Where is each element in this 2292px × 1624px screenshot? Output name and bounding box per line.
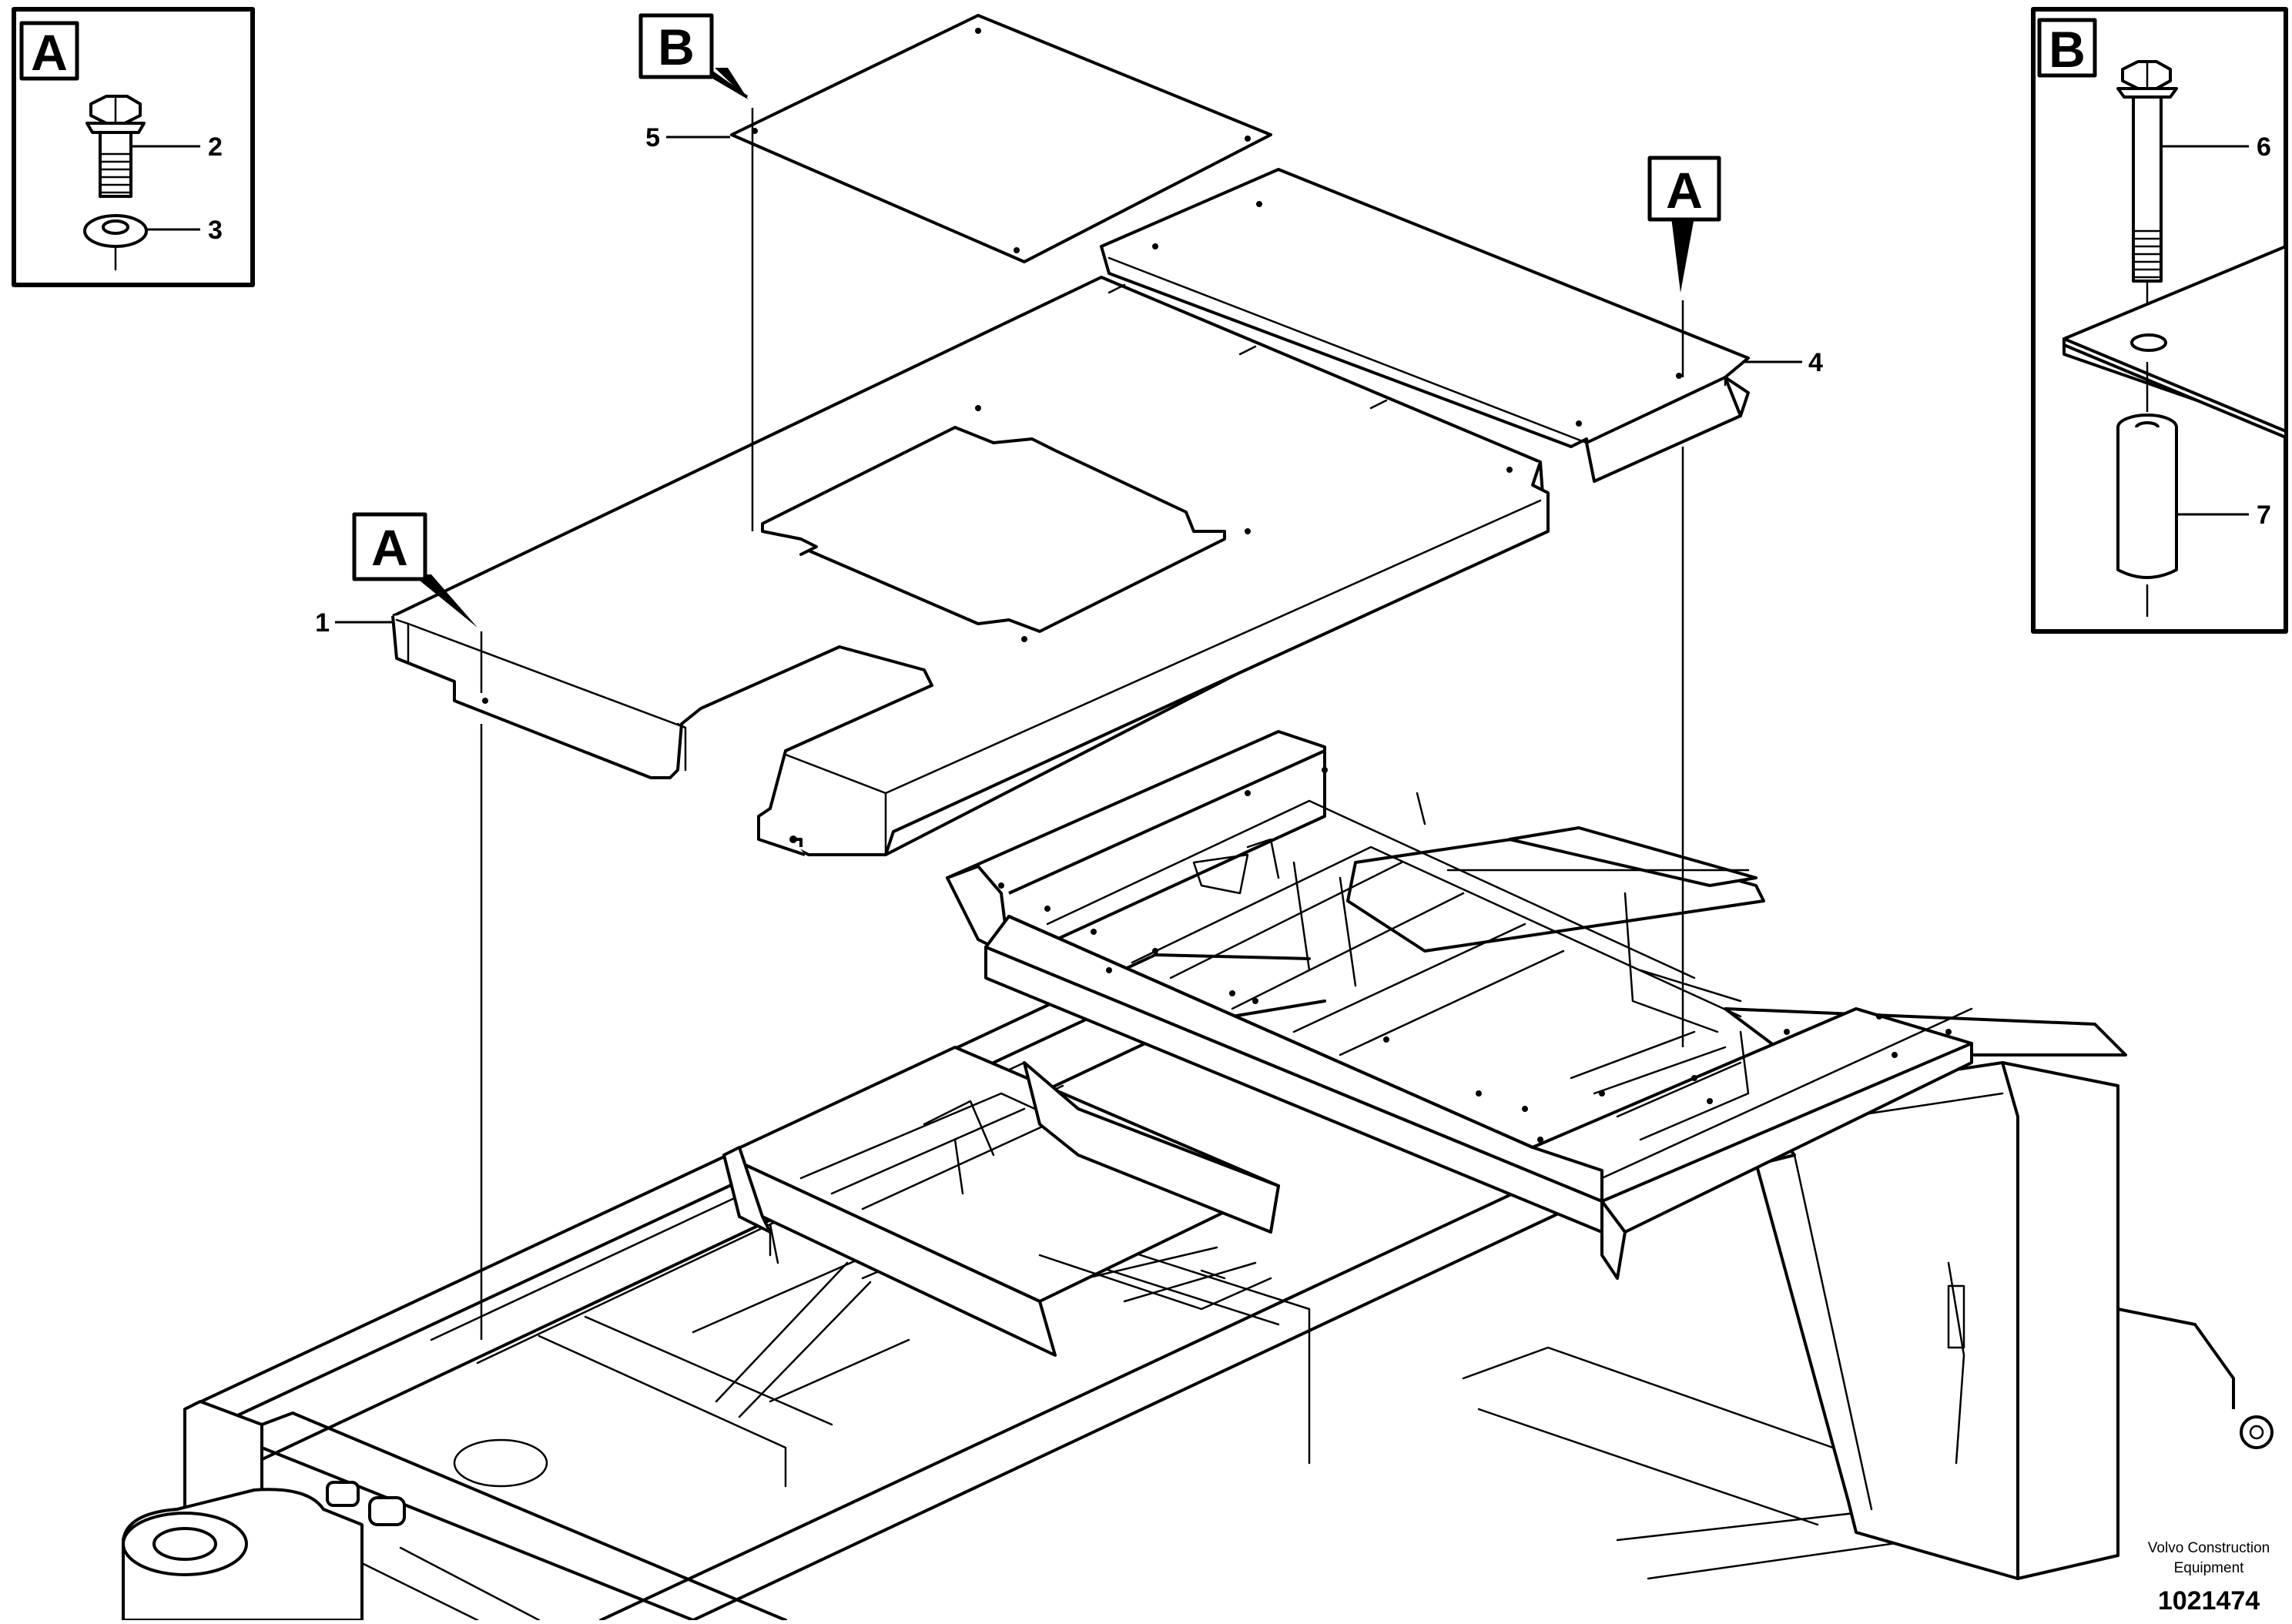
detail-tag-b-top: B bbox=[638, 13, 749, 100]
detail-view-a-letter: A bbox=[31, 24, 68, 81]
machine-frame bbox=[122, 826, 2274, 1622]
callout-5: 5 bbox=[645, 123, 660, 152]
cover-plate-part-4 bbox=[1100, 168, 1750, 483]
cover-plate-part-1 bbox=[391, 276, 1550, 856]
detail-tag-b-letter: B bbox=[658, 18, 695, 75]
detail-tag-a-left: A bbox=[352, 512, 478, 628]
callouts: 1 2 3 4 5 6 7 bbox=[208, 123, 2271, 638]
publisher-line-2: Equipment bbox=[2174, 1560, 2245, 1576]
detail-tag-a2-letter: A bbox=[1666, 162, 1703, 219]
upper-cross-frame bbox=[946, 730, 1973, 1280]
detail-tag-a-right: A bbox=[1647, 156, 1721, 293]
publisher-line-1: Volvo Construction bbox=[2148, 1540, 2270, 1556]
callout-2: 2 bbox=[208, 132, 223, 162]
callout-3: 3 bbox=[208, 216, 223, 245]
publisher-block: Volvo Construction Equipment 1021474 bbox=[2148, 1540, 2270, 1616]
detail-view-b: B bbox=[2031, 7, 2288, 634]
callout-1: 1 bbox=[315, 608, 330, 638]
cover-plate-part-5 bbox=[730, 14, 1272, 263]
document-number: 1021474 bbox=[2158, 1586, 2260, 1616]
lower-seat-frame bbox=[722, 1046, 1280, 1357]
callout-4: 4 bbox=[1808, 348, 1823, 377]
assembly-lines bbox=[480, 108, 1684, 1340]
detail-view-a: A bbox=[12, 7, 255, 287]
detail-tag-a-letter: A bbox=[371, 519, 408, 576]
detail-view-b-letter: B bbox=[2049, 21, 2086, 78]
callout-7: 7 bbox=[2257, 501, 2271, 530]
callout-6: 6 bbox=[2257, 132, 2271, 162]
